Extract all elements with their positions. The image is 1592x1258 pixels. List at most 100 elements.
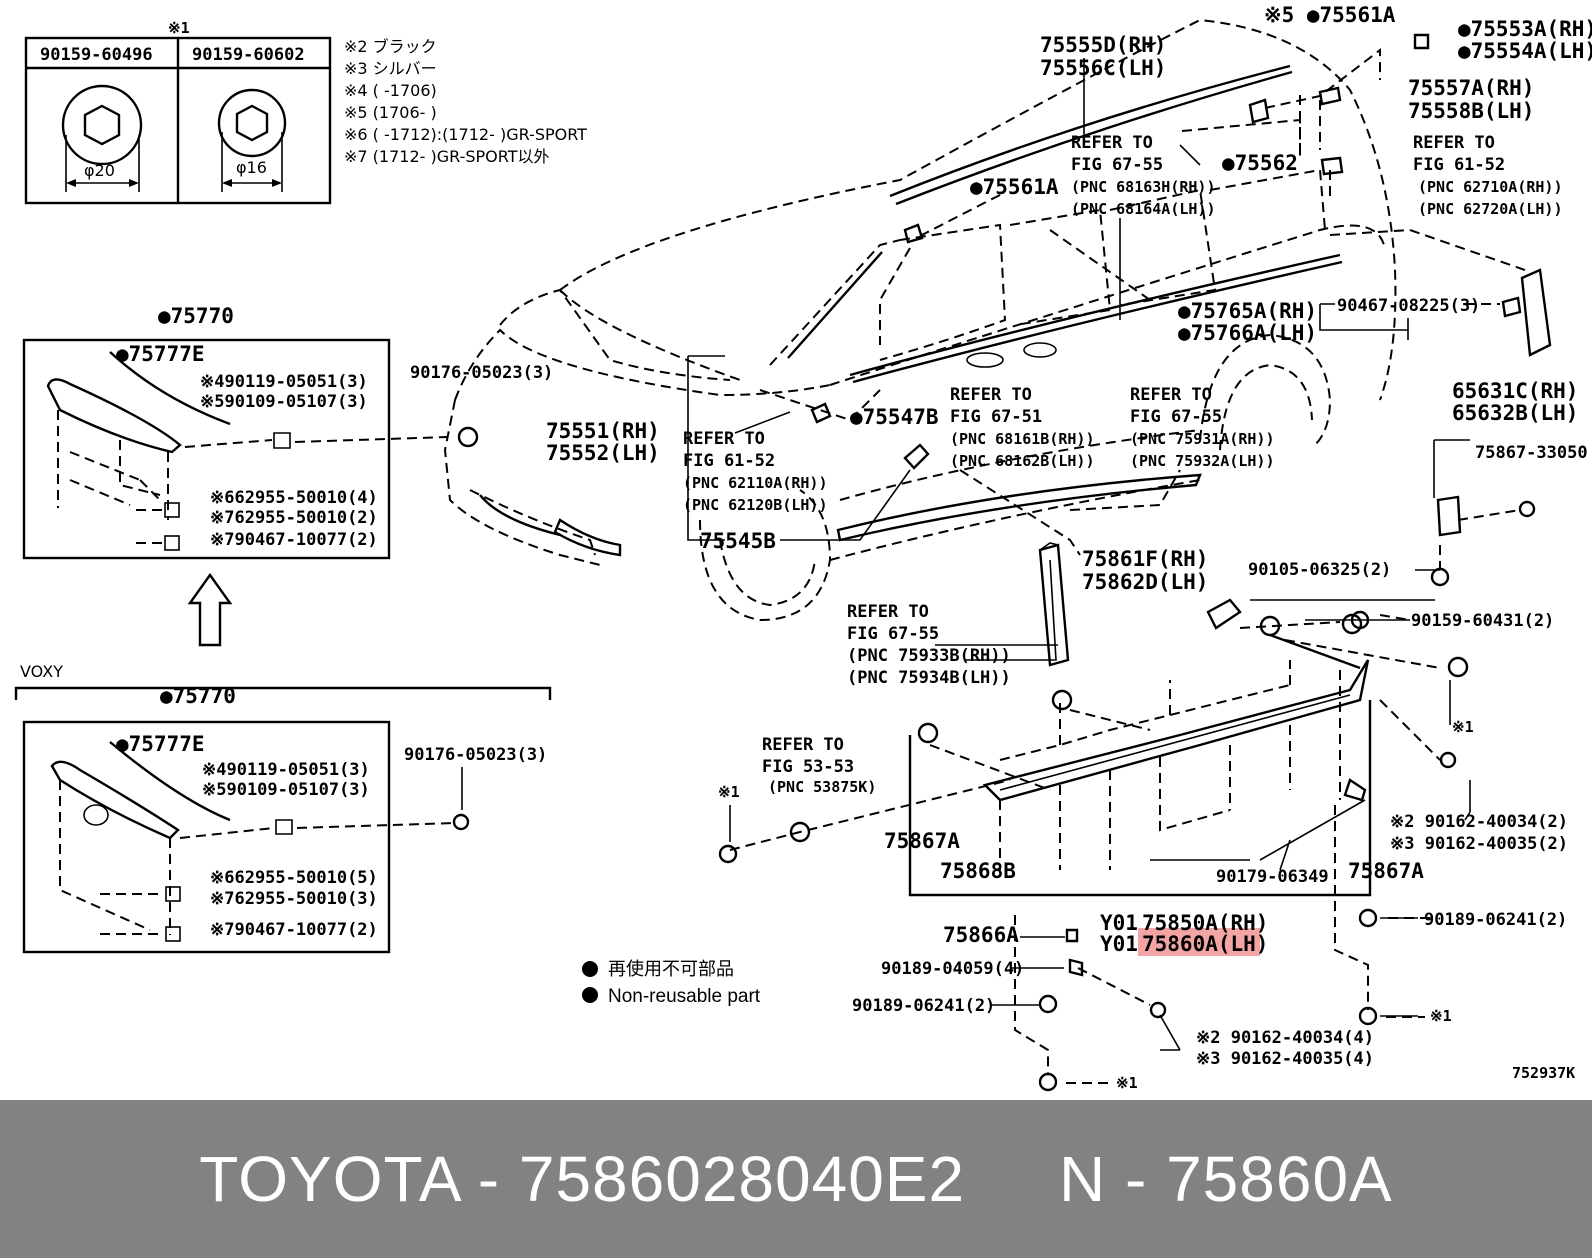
side-skirt-assembly [718,439,1536,1092]
voxy-section: VOXY ●75770 ●75777E ※490119-05051(3) ※59… [14,662,552,954]
belt-molding-part [849,253,1341,377]
label-90189-06241-l: 90189-06241(2) [852,996,995,1016]
panel-voxy-90119: ※490119-05051(3) [202,760,370,780]
clip-icon [1051,689,1073,711]
label-ref6152b-4: (PNC 62120B(LH)) [683,496,828,514]
label-75557a: 75557A(RH) [1408,76,1534,100]
non-reusable-dot-icon [582,987,598,1003]
label-75555d: 75555D(RH) [1040,33,1166,57]
label-90189-04059: 90189-04059(4) [881,959,1024,979]
label-90162-a2: ※3 90162-40035(2) [1390,834,1568,854]
bolt-right-part-number: 90159-60602 [192,45,305,65]
panel-top-title: ●75770 [158,304,234,328]
upper-right-parts [457,33,1526,470]
part-number-caption: TOYOTA - 7586028040E2 N - 75860A [199,1143,1393,1215]
label-ref6755c-2: FIG 67-55 [847,624,939,644]
label-ref6152a-1: REFER TO [1413,133,1495,153]
bolt-left-part-number: 90159-60496 [40,45,153,65]
label-ref6152b-2: FIG 61-52 [683,451,775,471]
panel-top-grille-part [46,378,182,454]
label-ref6755a-3: (PNC 68163H(RH)) [1071,178,1216,196]
note-7: ※7 (1712- )GR-SPORT以外 [344,147,550,166]
panel-top-75777e: ●75777E [116,342,205,366]
label-75862d: 75862D(LH) [1082,570,1208,594]
label-ref6755c-3: (PNC 75933B(RH)) [847,646,1011,666]
voxy-section-label: VOXY [20,662,63,681]
label-ref5353-1: REFER TO [762,735,844,755]
panel-voxy-62955-a: ※662955-50010(5) [210,868,378,888]
label-75551: 75551(RH) [546,419,660,443]
label-75562: ●75562 [1222,151,1298,175]
bolt-left-diameter: φ20 [84,161,115,180]
label-ref6152a-4: (PNC 62720A(LH)) [1418,200,1563,218]
label-90189-06241-r: 90189-06241(2) [1424,910,1567,930]
roof-molding-part [889,64,1291,198]
label-ref6755c-4: (PNC 75934B(LH)) [847,668,1011,688]
label-75561a-top: ※5 ●75561A [1264,3,1396,27]
panel-voxy-title: ●75770 [160,684,236,708]
label-75867a-left: 75867A [884,829,960,853]
parts-diagram: ※1 90159-60496 90159-60602 φ20 φ16 ※2 ブラ… [14,3,1592,1092]
label-ref6755b-4: (PNC 75932A(LH)) [1130,452,1275,470]
label-mark-bottom-r: ※1 [1430,1007,1452,1025]
label-75867-33050: 75867-33050 [1475,443,1588,463]
grille-panel-top: ●75770 ●75777E ※490119-05051(3) ※590109-… [22,304,449,560]
label-75558b: 75558B(LH) [1408,99,1534,123]
label-mark-right-1: ※1 [1452,718,1474,736]
legend-japanese: 再使用不可部品 [608,959,734,980]
label-90467-08225: 90467-08225(3) [1337,296,1480,316]
legend: 再使用不可部品 Non-reusable part [582,959,761,1007]
voxy-clip-icon [452,813,470,831]
clip-icon [1447,656,1469,678]
panel-top-90119: ※490119-05051(3) [200,372,368,392]
label-75850a: 75850A(RH) [1142,911,1268,935]
panel-voxy-90109: ※590109-05107(3) [202,780,370,800]
side-skirt-part [982,659,1370,802]
label-ref6755b-2: FIG 67-55 [1130,407,1222,427]
clip-icon [1341,613,1363,635]
vehicle-outline [443,18,1552,667]
label-y01-b: Y01 [1100,932,1138,956]
label-ref6152a-2: FIG 61-52 [1413,155,1505,175]
label-75860a: 75860A(LH) [1142,932,1268,956]
label-75554a: ●75554A(LH) [1458,39,1592,63]
panel-top-90109: ※590109-05107(3) [200,392,368,412]
label-ref6751-4: (PNC 68162B(LH)) [950,452,1095,470]
label-ref6755b-3: (PNC 75931A(RH)) [1130,430,1275,448]
label-ref6755a-4: (PNC 68164A(LH)) [1071,200,1216,218]
label-90105: 90105-06325(2) [1248,560,1391,580]
label-75867a-right: 75867A [1348,859,1424,883]
up-arrow-icon [187,572,233,647]
label-ref5353-3: (PNC 53875K) [768,778,876,796]
label-75861f: 75861F(RH) [1082,547,1208,571]
bolt-left-head [61,84,143,166]
label-90162-b2: ※3 90162-40035(4) [1196,1049,1374,1069]
a-pillar-part [787,251,883,359]
label-75556c: 75556C(LH) [1040,56,1166,80]
label-75545b: 75545B [700,529,776,553]
side-sill-garnish-part [836,473,1202,542]
label-ref6751-2: FIG 67-51 [950,407,1042,427]
caption-bar: TOYOTA - 7586028040E2 N - 75860A [0,1100,1592,1258]
highlighted-part-box [1138,928,1260,956]
label-ref6755a-1: REFER TO [1071,133,1153,153]
label-90162-a1: ※2 90162-40034(2) [1390,812,1568,832]
panel-voxy-75777e: ●75777E [116,732,205,756]
panel-voxy-90467: ※790467-10077(2) [210,920,378,940]
note-5: ※5 (1706- ) [344,103,437,122]
label-65631c: 65631C(RH) [1452,379,1578,403]
label-ref5353-2: FIG 53-53 [762,757,854,777]
label-ref6152a-3: (PNC 62710A(RH)) [1418,178,1563,196]
clip-icon [789,821,811,843]
bolt-right-diameter: φ16 [236,158,267,177]
label-ref6152b-3: (PNC 62110A(RH)) [683,474,828,492]
note-4: ※4 ( -1706) [344,81,437,100]
panel-top-62955-a: ※662955-50010(4) [210,488,378,508]
bolt-table-note-mark: ※1 [168,19,190,37]
label-fig-code: 752937K [1512,1064,1575,1082]
label-ref6152b-1: REFER TO [683,429,765,449]
footnotes: ※2 ブラック ※3 シルバー ※4 ( -1706) ※5 (1706- ) … [344,37,587,166]
note-6: ※6 ( -1712):(1712- )GR-SPORT [344,125,587,144]
bolt-table: ※1 90159-60496 90159-60602 φ20 φ16 [24,19,332,205]
